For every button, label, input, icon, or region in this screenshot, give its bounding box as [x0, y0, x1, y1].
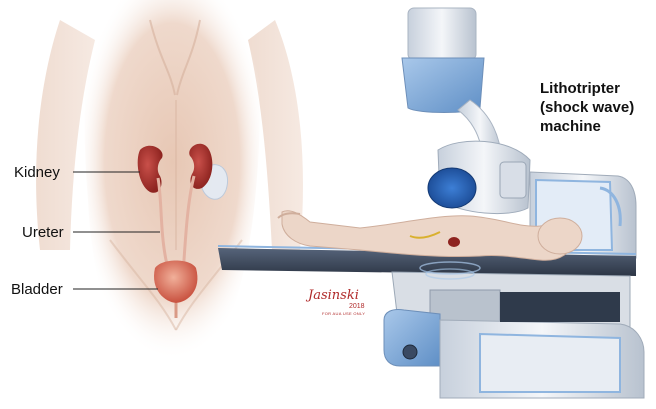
artist-signature: Jasinski [308, 289, 359, 302]
patient-kidney-icon [448, 237, 460, 247]
lithotripter-label-line-1: Lithotripter [540, 79, 650, 98]
ureter-label: Ureter [22, 225, 64, 240]
bladder-label: Bladder [11, 282, 63, 297]
base-dial-icon [403, 345, 417, 359]
torso-illustration [36, 0, 303, 360]
lithotripter-label-line-2: (shock wave) [540, 98, 650, 117]
shockwave-head-icon [428, 168, 476, 208]
lithotripter-label: Lithotripter (shock wave) machine [540, 79, 650, 136]
kidney-label: Kidney [14, 165, 60, 180]
artist-signature-note: FOR AUA USE ONLY [322, 312, 365, 316]
lithotripter-label-line-3: machine [540, 117, 650, 136]
artist-signature-year: 2018 [349, 303, 365, 310]
